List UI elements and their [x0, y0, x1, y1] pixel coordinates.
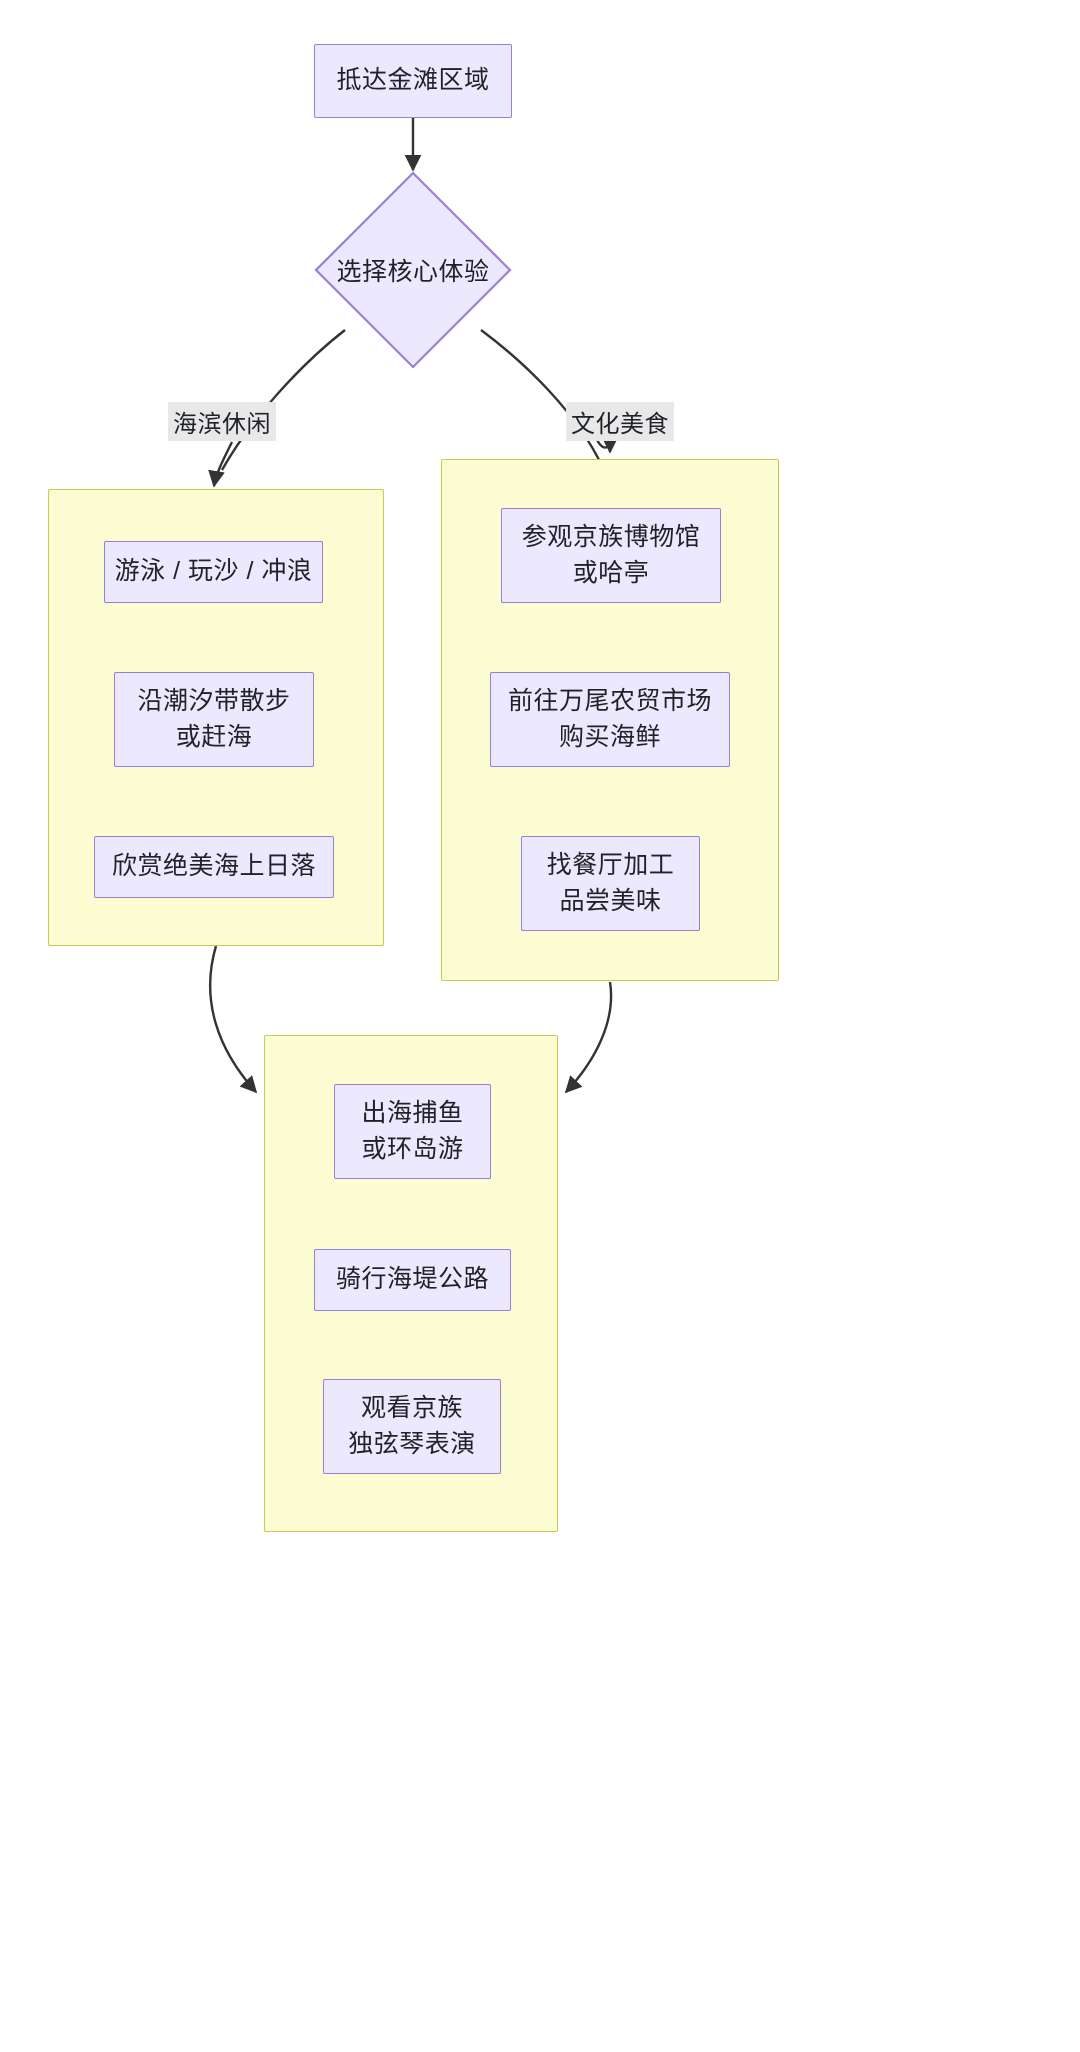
node-extra-3-label: 观看京族 独弦琴表演 [348, 1394, 476, 1458]
node-extra-1[interactable]: 出海捕鱼 或环岛游 [334, 1084, 491, 1179]
node-decision-label: 选择核心体验 [336, 258, 490, 286]
node-extra-2-label: 骑行海堤公路 [335, 1265, 489, 1294]
node-culture-1[interactable]: 参观京族博物馆 或哈亭 [501, 508, 721, 603]
edge-culture-extra [564, 981, 613, 1094]
edge-label-culture: 文化美食 [566, 402, 674, 441]
node-culture-3[interactable]: 找餐厅加工 品尝美味 [521, 836, 700, 931]
edge-label-culture-text: 文化美食 [571, 411, 669, 438]
diamond-shape [314, 171, 512, 369]
node-extra-2[interactable]: 骑行海堤公路 [314, 1249, 511, 1311]
node-culture-3-label: 找餐厅加工 品尝美味 [546, 851, 675, 915]
node-culture-2[interactable]: 前往万尾农贸市场 购买海鲜 [490, 672, 730, 767]
node-culture-1-label: 参观京族博物馆 或哈亭 [521, 523, 701, 587]
node-beach-1[interactable]: 游泳 / 玩沙 / 冲浪 [104, 541, 323, 603]
node-beach-1-label: 游泳 / 玩沙 / 冲浪 [114, 557, 313, 586]
edge-label-beach-text: 海滨休闲 [173, 411, 271, 438]
edge-beach-extra [208, 945, 258, 1094]
node-start[interactable]: 抵达金滩区域 [314, 44, 512, 118]
node-extra-1-label: 出海捕鱼 或环岛游 [361, 1099, 464, 1163]
node-decision[interactable]: 选择核心体验 [313, 170, 513, 370]
node-extra-3[interactable]: 观看京族 独弦琴表演 [323, 1379, 501, 1474]
node-beach-3-label: 欣赏绝美海上日落 [111, 852, 316, 881]
edge-decision-beach-tail [208, 441, 234, 488]
node-beach-2[interactable]: 沿潮汐带散步 或赶海 [114, 672, 314, 767]
node-start-label: 抵达金滩区域 [336, 66, 490, 95]
edge-label-beach: 海滨休闲 [168, 402, 276, 441]
node-beach-3[interactable]: 欣赏绝美海上日落 [94, 836, 334, 898]
node-beach-2-label: 沿潮汐带散步 或赶海 [137, 687, 291, 751]
node-culture-2-label: 前往万尾农贸市场 购买海鲜 [507, 687, 712, 751]
